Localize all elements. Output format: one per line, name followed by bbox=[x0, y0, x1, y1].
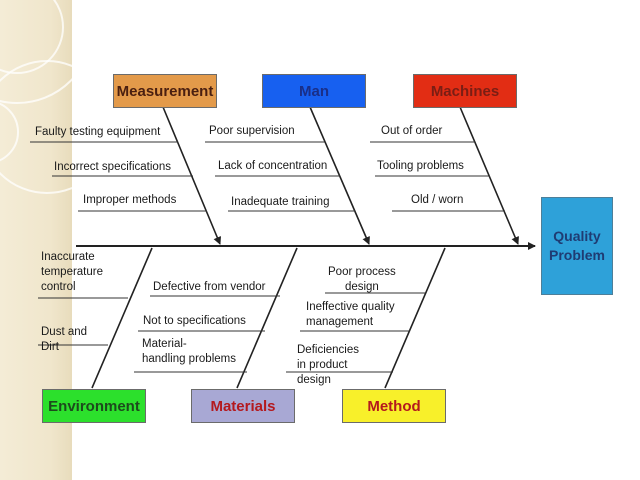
category-environment-box: Environment bbox=[42, 389, 146, 423]
category-machines-box: Machines bbox=[413, 74, 517, 108]
cause-label: Deficiencies in product design bbox=[297, 344, 359, 386]
cause-label: Ineffective quality management bbox=[306, 301, 395, 328]
effect-quality-problem-box: Quality Problem bbox=[541, 197, 613, 295]
cause-label: Not to specifications bbox=[143, 315, 246, 327]
cause-label: Poor process design bbox=[328, 266, 396, 293]
cause-label: Incorrect specifications bbox=[54, 161, 171, 173]
cause-label: Old / worn bbox=[411, 194, 464, 206]
bone-materials bbox=[236, 247, 298, 389]
cause-label: Lack of concentration bbox=[218, 160, 328, 172]
cause-label: Dust and Dirt bbox=[41, 326, 88, 353]
cause-label: Tooling problems bbox=[377, 160, 464, 172]
cause-label: Out of order bbox=[381, 125, 443, 137]
cause-label: Inaccurate temperature control bbox=[41, 251, 104, 293]
cause-label: Poor supervision bbox=[209, 125, 295, 137]
category-man-box: Man bbox=[262, 74, 366, 108]
category-method-box: Method bbox=[342, 389, 446, 423]
cause-label: Material- handling problems bbox=[142, 338, 236, 365]
bone-method bbox=[384, 247, 446, 389]
category-materials-box: Materials bbox=[191, 389, 295, 423]
decorative-side-panel bbox=[0, 0, 72, 480]
cause-label: Improper methods bbox=[83, 194, 177, 206]
cause-label: Inadequate training bbox=[231, 196, 330, 208]
bone-environment bbox=[91, 247, 153, 389]
cause-label: Defective from vendor bbox=[153, 281, 266, 293]
cause-label: Faulty testing equipment bbox=[35, 126, 161, 138]
category-measurement-box: Measurement bbox=[113, 74, 217, 108]
